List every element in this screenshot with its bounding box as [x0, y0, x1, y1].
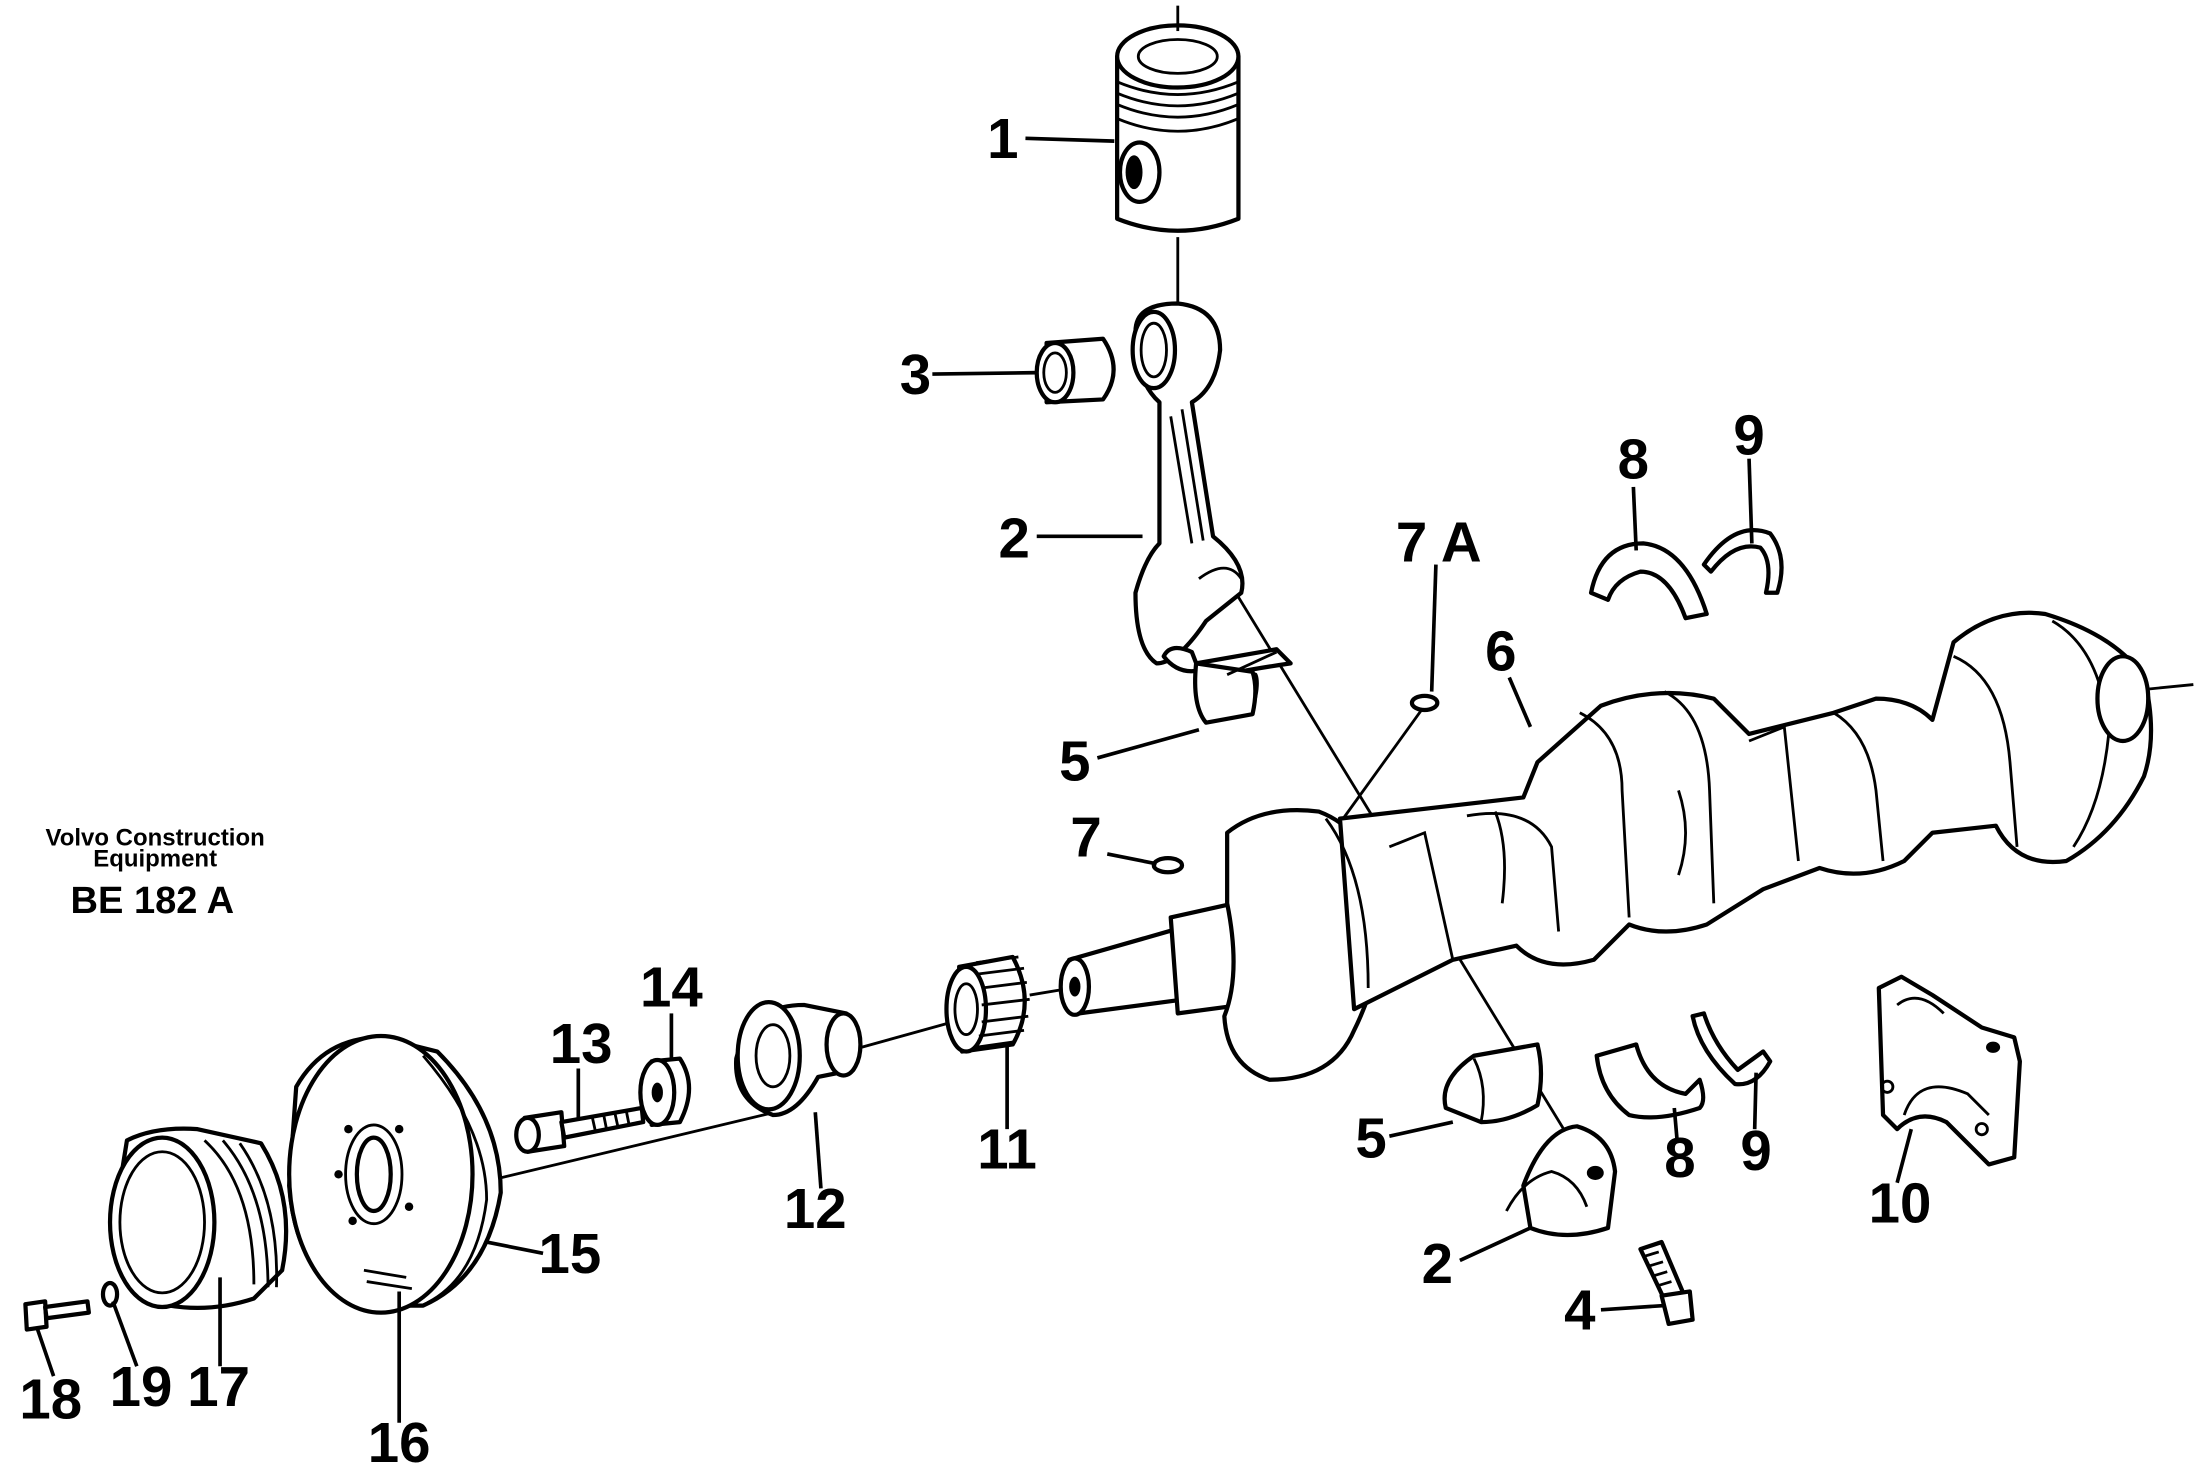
- callout-5-upper: 5: [1059, 730, 1090, 793]
- callout-10: 10: [1869, 1171, 1932, 1234]
- callout-9-upper: 9: [1733, 403, 1764, 466]
- crankshaft-gear: [944, 954, 1030, 1054]
- crankshaft: [1058, 610, 2154, 1082]
- main-bearing-shell-upper: [1588, 541, 1709, 621]
- publisher-note: Volvo Construction Equipment BE 182 A: [46, 824, 265, 922]
- callout-12: 12: [784, 1177, 847, 1240]
- callout-3: 3: [900, 343, 931, 406]
- hub-bolt: [514, 1105, 646, 1154]
- woodruff-key: [1151, 856, 1185, 875]
- callout-18: 18: [19, 1367, 82, 1430]
- piston: [1115, 5, 1241, 233]
- hub-washer: [638, 1056, 692, 1128]
- pulley-hub: [734, 999, 863, 1118]
- main-bearing-shell-lower: [1594, 1042, 1706, 1120]
- small-end-bushing: [1034, 336, 1116, 405]
- callout-5-lower: 5: [1355, 1106, 1386, 1169]
- callout-1: 1: [987, 107, 1018, 170]
- connecting-rod-cap: [1505, 1124, 1618, 1238]
- callout-2-cap: 2: [1422, 1232, 1453, 1295]
- leader-lines: [34, 136, 1914, 1423]
- rod-bearing-shell-lower: [1442, 1042, 1544, 1125]
- callout-4: 4: [1564, 1279, 1596, 1342]
- pulley-bolt: [23, 1299, 91, 1332]
- callout-6: 6: [1485, 619, 1516, 682]
- callout-11: 11: [977, 1118, 1037, 1181]
- thrust-washer-upper: [1701, 528, 1784, 595]
- callout-17: 17: [187, 1355, 250, 1418]
- callout-19: 19: [110, 1355, 173, 1418]
- thrust-washer-lower: [1690, 1011, 1773, 1087]
- callout-15: 15: [538, 1222, 601, 1285]
- callout-2-rod: 2: [998, 506, 1029, 569]
- callout-numbers: 1 3 2 5 8 9 7 A 6 7 14 13 11 12 15 16 17…: [19, 107, 1931, 1474]
- callout-7a: 7 A: [1396, 511, 1482, 574]
- callout-13: 13: [550, 1012, 613, 1075]
- rod-bearing-shell-upper: [1193, 647, 1293, 725]
- drawing-code: BE 182 A: [71, 880, 235, 922]
- publisher-line-2: Equipment: [93, 846, 217, 873]
- callout-7: 7: [1070, 806, 1101, 869]
- callout-8-lower: 8: [1664, 1126, 1695, 1189]
- connecting-rod: [1130, 301, 1245, 674]
- crankshaft-pulley: [287, 1033, 503, 1315]
- rod-cap-bolt: [1638, 1239, 1695, 1327]
- publisher-line-1: Volvo Construction: [46, 824, 265, 851]
- callout-8-upper: 8: [1618, 427, 1649, 490]
- main-bearing-cap: [1876, 974, 2022, 1167]
- callout-9-lower: 9: [1740, 1119, 1771, 1182]
- dowel-pin: [1409, 693, 1440, 713]
- pulley-washer: [100, 1280, 120, 1308]
- callout-16: 16: [368, 1411, 431, 1474]
- belt-pulley: [107, 1126, 289, 1311]
- callout-14: 14: [640, 955, 703, 1018]
